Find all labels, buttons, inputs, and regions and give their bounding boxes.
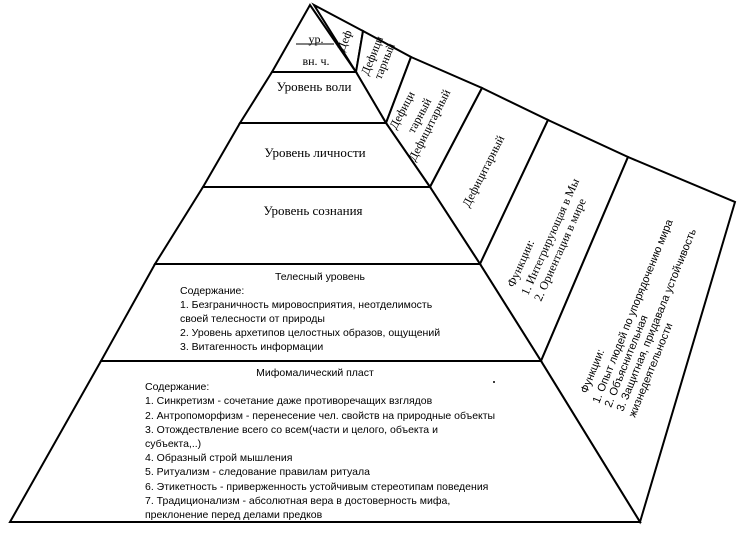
mythological-item-6: 6. Этикетность - приверженность устойчив… — [145, 480, 489, 493]
pyramid — [8, 3, 642, 523]
level-consciousness-label: Уровень сознания — [263, 203, 363, 218]
level-volition-label: Уровень воли — [276, 79, 352, 94]
bodily-level-block: Телесный уровень Содержание: 1. Безграни… — [180, 270, 470, 354]
mythological-item-3: 3. Отождествление всего со всем(части и … — [145, 423, 438, 451]
bodily-item-1: 1. Безграничность мировосприятия, неотде… — [180, 299, 433, 325]
mythological-item-1: 1. Синкретизм - сочетание даже противоре… — [145, 395, 433, 408]
bodily-content-label: Содержание: — [180, 285, 245, 297]
apex-label-line1: ур. — [308, 32, 324, 46]
bodily-item-3: 3. Витагенность информации — [180, 341, 324, 353]
mythological-item-4: 4. Образный строй мышления — [145, 452, 293, 465]
bodily-item-2: 2. Уровень архетипов целостных образов, … — [180, 327, 441, 339]
mythological-item-7: 7. Традиционализм - абсолютная вера в до… — [145, 494, 451, 522]
band-consciousness — [153, 186, 482, 265]
level-personality-label: Уровень личности — [264, 145, 366, 160]
apex-label: ур. вн. ч. — [296, 28, 336, 72]
band-mythological — [8, 360, 642, 523]
mythological-item-5: 5. Ритуализм - следование правилам ритуа… — [145, 466, 370, 479]
mythological-layer-title: Мифомалический пласт — [256, 367, 374, 379]
mythological-layer-block: Мифомалический пласт Содержание: 1. Синк… — [145, 366, 525, 522]
mythological-item-2: 2. Антропоморфизм - перенесение чел. сво… — [145, 409, 496, 422]
bodily-level-title: Телесный уровень — [274, 271, 366, 283]
mythological-content-label: Содержание: — [145, 381, 210, 394]
apex-label-line2: вн. ч. — [302, 54, 330, 68]
stray-dot — [493, 381, 495, 383]
